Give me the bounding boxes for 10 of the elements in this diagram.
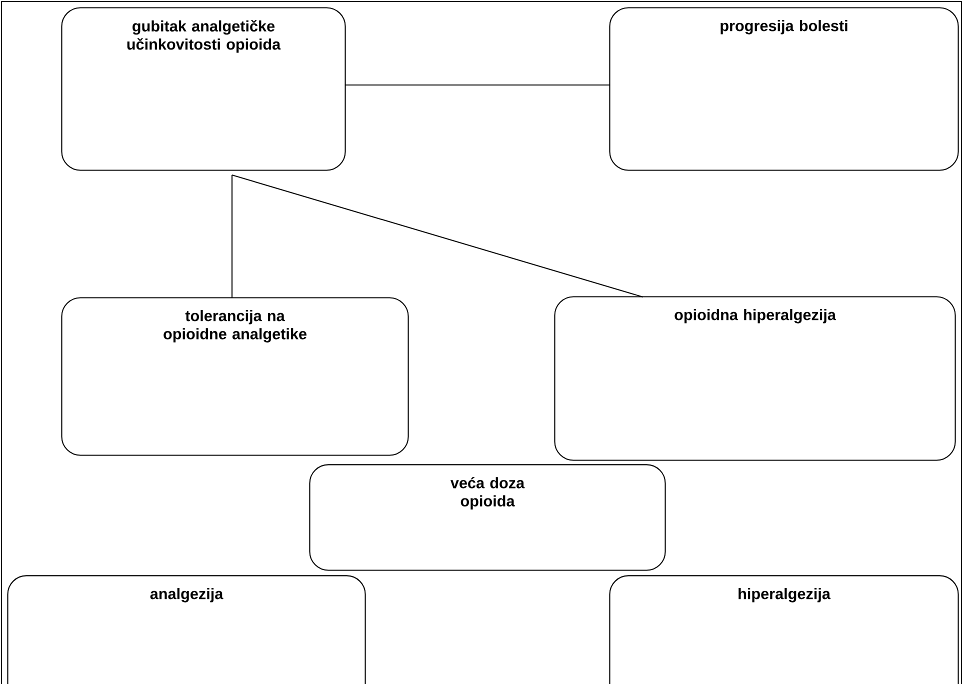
process-box: progresija bolesti [609,7,959,171]
process-box: hiperalgezija [609,575,959,684]
connector-line [232,174,644,298]
process-box: analgezija [7,575,366,684]
connector-line [345,84,610,86]
process-box: veća doza opioida [309,464,666,571]
connector-line [231,174,233,298]
process-box: gubitak analgetičke učinkovitosti opioida [61,7,346,171]
process-box: tolerancija na opioidne analgetike [61,297,409,456]
process-box: opioidna hiperalgezija [554,296,956,461]
